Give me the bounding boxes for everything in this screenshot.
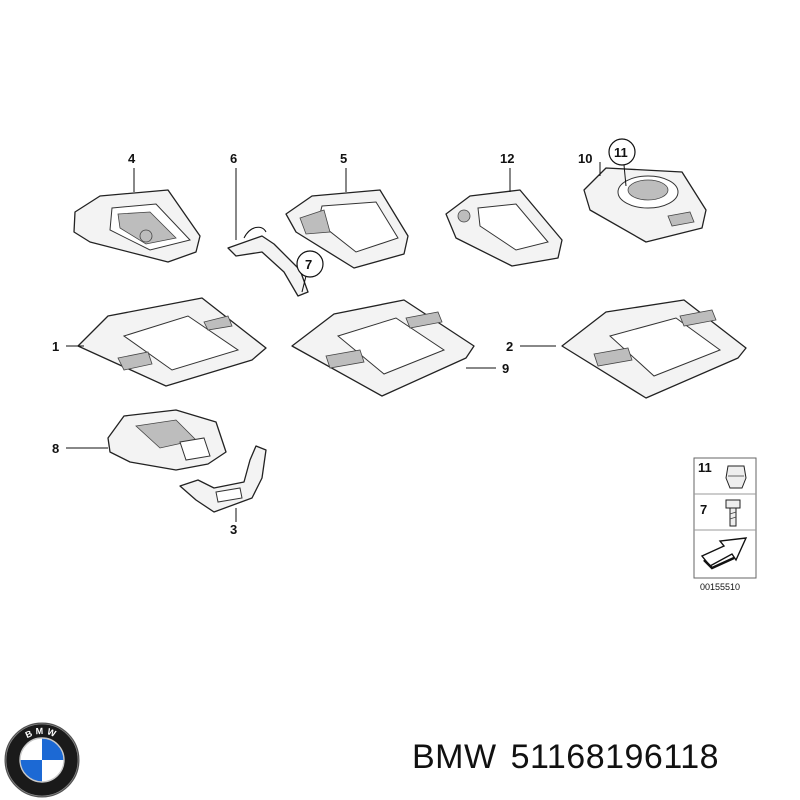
callout-7-circle — [296, 250, 324, 293]
part-4-shifter-trim — [73, 168, 201, 263]
bmw-logo: BMW — [4, 722, 80, 798]
part-10-boot-cover — [583, 162, 707, 243]
callout-10: 10 — [578, 151, 592, 166]
part-1-trim-panel — [66, 297, 267, 387]
part-number-caption: BMW 51168196118 — [412, 738, 733, 777]
callout-6: 6 — [230, 151, 237, 166]
legend-label-11: 11 — [698, 460, 712, 475]
hardware-legend — [693, 457, 757, 579]
part-5-console-cover — [285, 168, 409, 269]
part-3-mount-bracket — [179, 445, 267, 522]
callout-7: 7 — [305, 257, 312, 272]
callout-12: 12 — [500, 151, 514, 166]
callout-11-circle — [608, 138, 636, 187]
part-2-trim-panel — [520, 299, 747, 399]
part-12-console-cover — [445, 168, 563, 267]
part-8-shifter-housing — [66, 409, 227, 471]
part-9-trim-panel — [291, 299, 496, 397]
callout-4: 4 — [128, 151, 136, 166]
logo-letters: BMW — [24, 726, 57, 740]
legend-screw-7 — [725, 499, 741, 527]
callout-2: 2 — [506, 339, 513, 354]
legend-label-7: 7 — [700, 502, 707, 517]
brand-name: BMW — [412, 738, 497, 776]
part-6-bracket — [227, 168, 309, 297]
callout-9: 9 — [502, 361, 509, 376]
callout-3: 3 — [230, 522, 237, 537]
legend-clip-11 — [725, 465, 747, 489]
part-number: 51168196118 — [510, 738, 720, 776]
callout-5: 5 — [340, 151, 347, 166]
callout-8: 8 — [52, 441, 59, 456]
catalog-number: 00155510 — [700, 582, 740, 592]
direction-arrow-icon — [700, 537, 748, 570]
callout-1: 1 — [52, 339, 59, 354]
callout-11: 11 — [614, 145, 628, 160]
svg-text:BMW: BMW — [24, 726, 60, 740]
